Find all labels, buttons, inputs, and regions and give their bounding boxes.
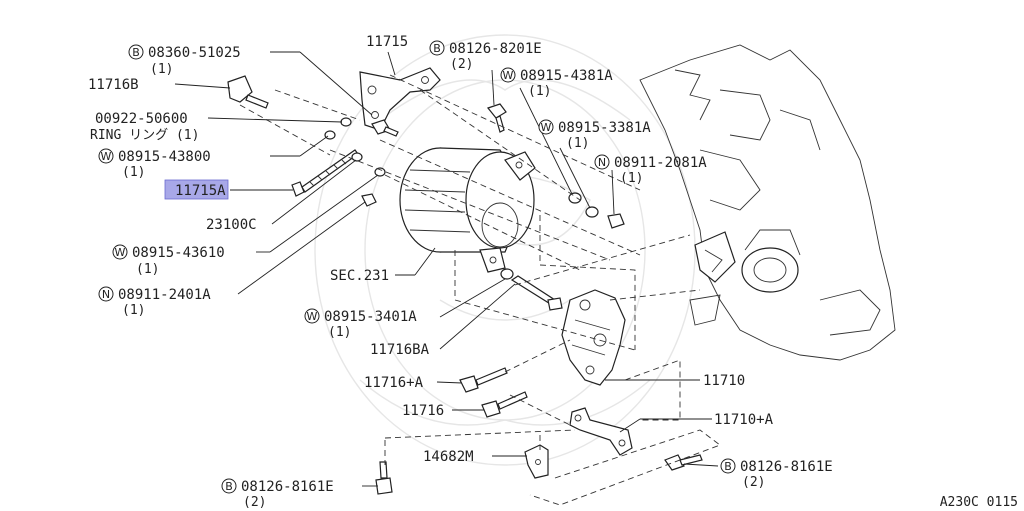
prefix-letter: B xyxy=(724,460,732,473)
part-qty: (1) xyxy=(620,171,643,186)
part-sub: RING リング (1) xyxy=(90,128,199,143)
label-14682m[interactable]: 14682M xyxy=(423,449,474,465)
part-qty: (2) xyxy=(450,57,473,72)
part-number: 23100C xyxy=(206,217,257,233)
label-11715a[interactable]: 11715A xyxy=(175,183,226,199)
prefix-letter: W xyxy=(115,246,126,259)
part-qty: (1) xyxy=(122,303,145,318)
part-qty: (1) xyxy=(150,62,173,77)
prefix-letter: N xyxy=(102,288,110,301)
part-number: 11716B xyxy=(88,77,139,93)
label-sec231[interactable]: SEC.231 xyxy=(330,268,389,284)
bracket-11715 xyxy=(359,67,441,131)
part-number: 08911-2401A xyxy=(118,287,211,303)
part-11716b xyxy=(227,75,269,109)
label-00922-50600[interactable]: 00922-50600 RING リング (1) xyxy=(90,111,199,143)
part-number: 11716BA xyxy=(370,342,430,358)
label-08915-43610[interactable]: W 08915-43610 (1) xyxy=(112,244,225,277)
label-11710[interactable]: 11710 xyxy=(703,373,745,389)
label-08915-4381a[interactable]: W 08915-4381A (1) xyxy=(500,67,613,99)
prefix-badge xyxy=(720,458,736,474)
prefix-badge xyxy=(429,40,445,56)
prefix-letter: B xyxy=(132,46,140,59)
engine-block xyxy=(639,44,896,361)
part-qty: (1) xyxy=(136,262,159,277)
prefix-badge xyxy=(594,154,610,170)
label-11716-plus-a[interactable]: 11716+A xyxy=(364,375,424,391)
part-qty: (2) xyxy=(742,475,765,490)
label-11716[interactable]: 11716 xyxy=(402,403,444,419)
label-08915-3381a[interactable]: W 08915-3381A (1) xyxy=(538,119,651,151)
part-number: 08915-4381A xyxy=(520,68,613,84)
part-number: 08360-51025 xyxy=(148,45,241,61)
bracket-14682m xyxy=(524,444,549,479)
part-number: 11710 xyxy=(703,373,745,389)
part-number: 14682M xyxy=(423,449,474,465)
bracket-11710 xyxy=(561,289,626,386)
part-number: 08126-8161E xyxy=(740,459,833,475)
assembly-guides xyxy=(239,74,721,506)
label-11710-plus-a[interactable]: 11710+A xyxy=(714,412,774,428)
label-08360-51025[interactable]: B 08360-51025 (1) xyxy=(128,44,241,77)
label-08126-8161e-right[interactable]: B 08126-8161E (2) xyxy=(720,458,833,490)
alternator xyxy=(399,147,536,273)
label-08915-3401a[interactable]: W 08915-3401A (1) xyxy=(304,308,417,340)
part-qty: (1) xyxy=(122,165,145,180)
part-number: 08915-3401A xyxy=(324,309,417,325)
highlight-11715a xyxy=(164,179,229,200)
prefix-badge xyxy=(538,119,554,135)
diagram-code: A230C 0115 xyxy=(940,495,1018,510)
prefix-letter: B xyxy=(433,42,441,55)
part-number: 11716+A xyxy=(364,375,424,391)
label-11715[interactable]: 11715 xyxy=(366,34,408,50)
adjusting-bar-11710a xyxy=(569,407,633,456)
prefix-badge xyxy=(98,148,114,164)
prefix-badge xyxy=(500,67,516,83)
part-number: SEC.231 xyxy=(330,268,389,284)
part-qty: (1) xyxy=(528,84,551,99)
label-08911-2081a[interactable]: N 08911-2081A (1) xyxy=(594,154,707,186)
prefix-letter: N xyxy=(598,156,606,169)
prefix-badge xyxy=(221,478,237,494)
prefix-letter: W xyxy=(101,150,112,163)
leader-lines xyxy=(174,51,719,487)
part-number: 08915-43800 xyxy=(118,149,211,165)
label-08915-43800[interactable]: W 08915-43800 (1) xyxy=(98,148,211,180)
prefix-letter: W xyxy=(503,69,514,82)
part-qty: (1) xyxy=(566,136,589,151)
part-number: 11716 xyxy=(402,403,444,419)
part-number: 11715 xyxy=(366,34,408,50)
prefix-letter: W xyxy=(541,121,552,134)
part-number: 11715A xyxy=(175,183,226,199)
prefix-letter: B xyxy=(225,480,233,493)
prefix-badge xyxy=(98,286,114,302)
part-number: 08126-8161E xyxy=(241,479,334,495)
part-number: 08915-43610 xyxy=(132,245,225,261)
label-08911-2401a[interactable]: N 08911-2401A (1) xyxy=(98,286,211,318)
part-qty: (1) xyxy=(328,325,351,340)
part-number: 11710+A xyxy=(714,412,774,428)
part-number: 08126-8201E xyxy=(449,41,542,57)
bolts xyxy=(291,103,703,495)
prefix-badge xyxy=(128,44,144,60)
label-11716ba[interactable]: 11716BA xyxy=(370,342,430,358)
prefix-badge xyxy=(304,308,320,324)
label-08126-8161e-left[interactable]: B 08126-8161E (2) xyxy=(221,478,334,510)
prefix-letter: W xyxy=(307,310,318,323)
part-number: 08915-3381A xyxy=(558,120,651,136)
label-11716b[interactable]: 11716B xyxy=(88,77,139,93)
part-qty: (2) xyxy=(243,495,266,510)
label-08126-8201e[interactable]: B 08126-8201E (2) xyxy=(429,40,542,72)
part-number: 08911-2081A xyxy=(614,155,707,171)
part-number: 00922-50600 xyxy=(95,111,188,127)
washers-nuts xyxy=(324,117,625,280)
prefix-badge xyxy=(112,244,128,260)
label-23100c[interactable]: 23100C xyxy=(206,217,257,233)
